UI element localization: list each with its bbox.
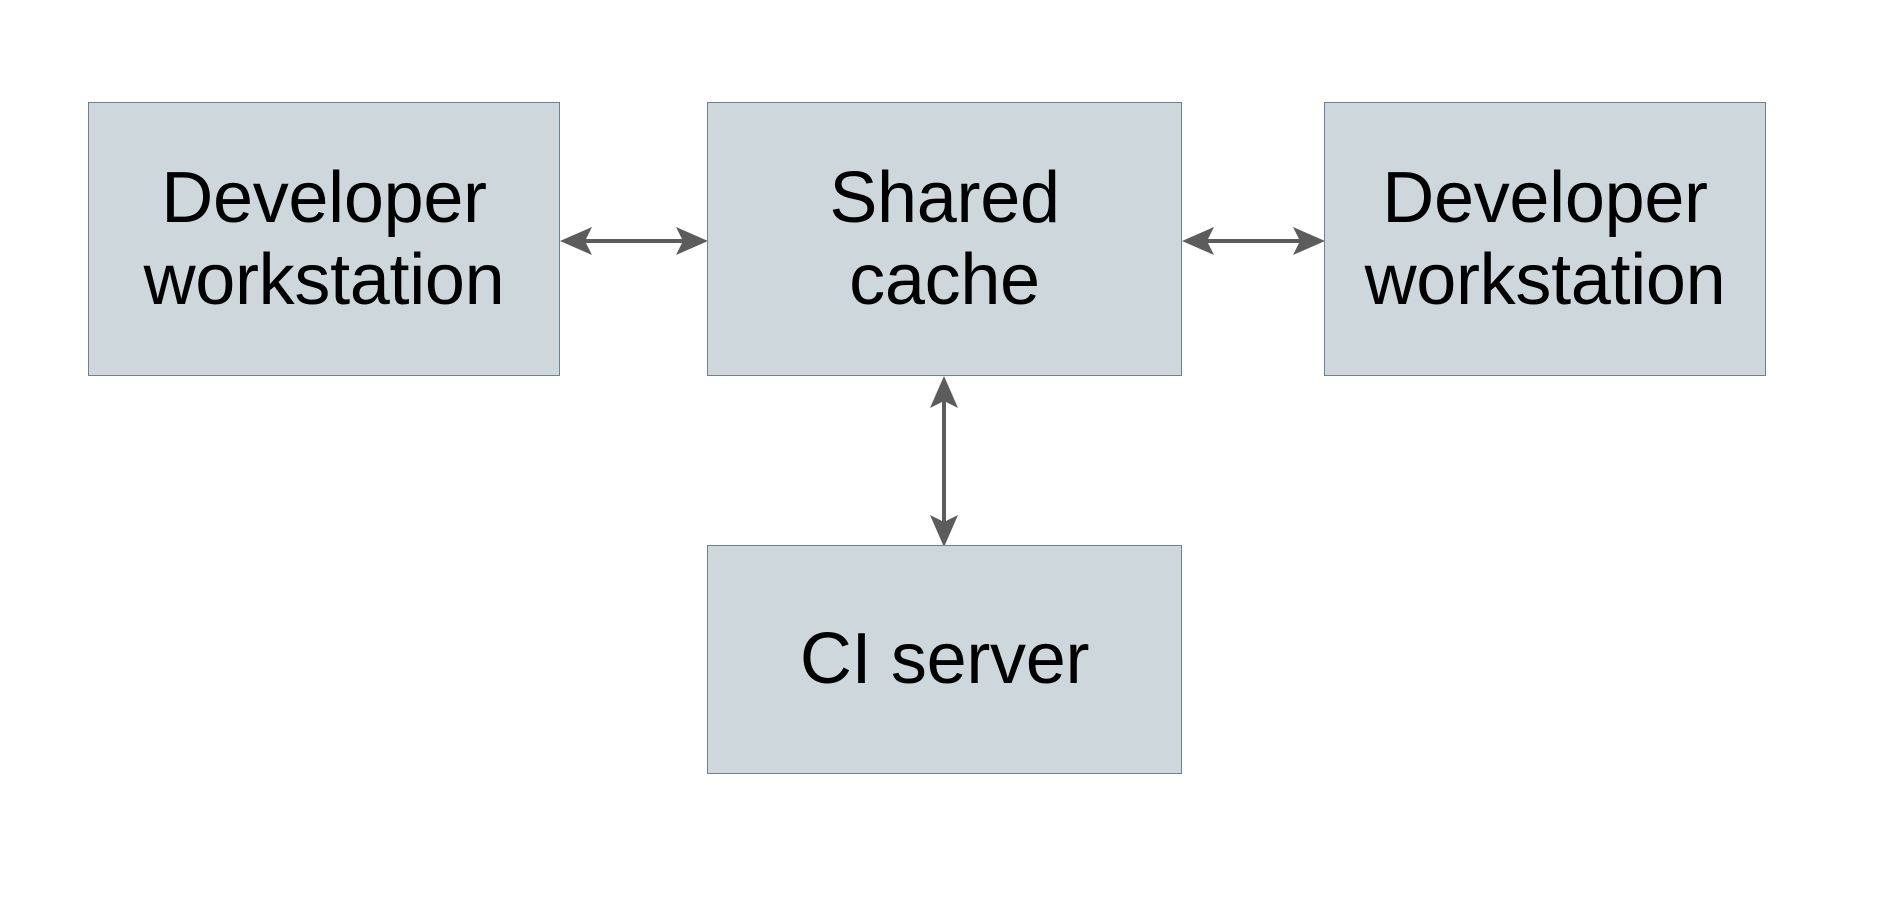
arrow-shared-cache-to-ci-server [918, 374, 970, 549]
double-arrow-icon [930, 376, 958, 547]
arrow-developer-left-to-shared-cache [558, 215, 710, 267]
double-arrow-icon [560, 227, 708, 255]
node-developer-workstation-right[interactable]: Developer workstation [1324, 102, 1766, 376]
node-label-developer-workstation-right: Developer workstation [1364, 157, 1726, 320]
node-label-ci-server: CI server [799, 619, 1090, 700]
double-arrow-icon [1182, 227, 1325, 255]
arrow-shared-cache-to-developer-right [1180, 215, 1327, 267]
node-label-shared-cache: Shared cache [829, 157, 1060, 320]
node-label-developer-workstation-left: Developer workstation [143, 157, 505, 320]
node-ci-server[interactable]: CI server [707, 545, 1182, 774]
node-shared-cache[interactable]: Shared cache [707, 102, 1182, 376]
node-developer-workstation-left[interactable]: Developer workstation [88, 102, 560, 376]
